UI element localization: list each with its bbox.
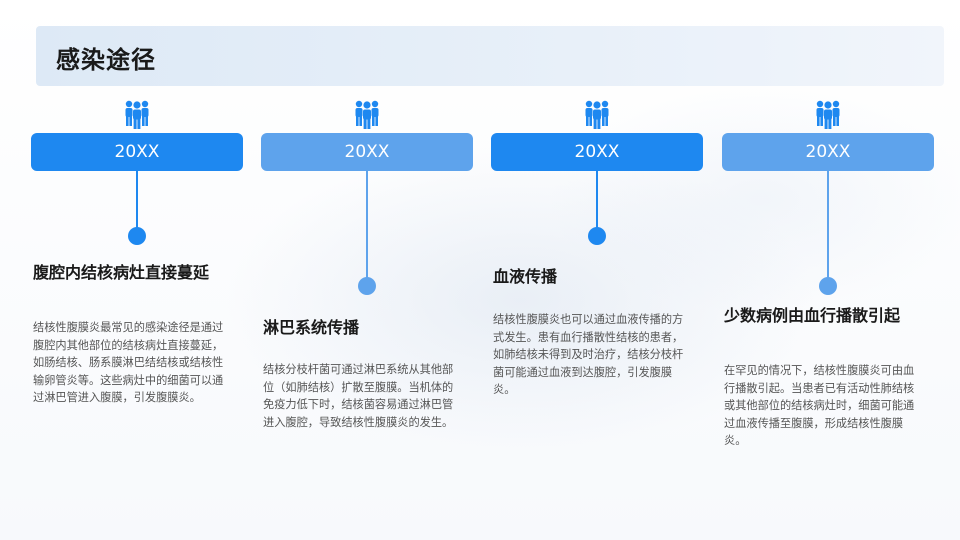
title-bar: 感染途径 — [36, 26, 944, 86]
people-group-icon — [816, 100, 840, 129]
people-group-icon — [125, 100, 149, 129]
timeline-connector — [596, 171, 598, 228]
item-description: 结核分枝杆菌可通过淋巴系统从其他部位（如肺结核）扩散至腹膜。当机体的免疫力低下时… — [263, 363, 454, 429]
item-description: 结核性腹膜炎也可以通过血液传播的方式发生。患有血行播散性结核的患者，如肺结核未得… — [493, 313, 684, 396]
timeline-dot — [588, 227, 606, 245]
year-label: 20XX — [261, 133, 473, 171]
timeline-column-1: 20XX 腹腔内结核病灶直接蔓延 结核性腹膜炎最常见的感染途径是通过腹腔内其他部… — [31, 0, 243, 540]
item-heading: 淋巴系统传播 — [263, 318, 360, 337]
item-heading: 少数病例由血行播散引起 — [724, 306, 901, 325]
people-group-icon — [585, 100, 609, 129]
page-title: 感染途径 — [56, 46, 156, 74]
timeline-connector — [136, 171, 138, 228]
timeline-column-3: 20XX 血液传播 结核性腹膜炎也可以通过血液传播的方式发生。患有血行播散性结核… — [491, 0, 703, 540]
item-description: 结核性腹膜炎最常见的感染途径是通过腹腔内其他部位的结核病灶直接蔓延，如肠结核、肠… — [33, 321, 224, 404]
year-label: 20XX — [31, 133, 243, 171]
timeline-column-2: 20XX 淋巴系统传播 结核分枝杆菌可通过淋巴系统从其他部位（如肺结核）扩散至腹… — [261, 0, 473, 540]
timeline-connector — [366, 171, 368, 278]
year-label: 20XX — [491, 133, 703, 171]
year-label: 20XX — [722, 133, 934, 171]
timeline-column-4: 20XX 少数病例由血行播散引起 在罕见的情况下，结核性腹膜炎可由血行播散引起。… — [722, 0, 934, 540]
timeline-connector — [827, 171, 829, 278]
timeline-dot — [358, 277, 376, 295]
item-heading: 腹腔内结核病灶直接蔓延 — [33, 263, 210, 282]
people-group-icon — [355, 100, 379, 129]
item-heading: 血液传播 — [493, 267, 558, 286]
timeline-dot — [128, 227, 146, 245]
item-description: 在罕见的情况下，结核性腹膜炎可由血行播散引起。当患者已有活动性肺结核或其他部位的… — [724, 364, 915, 447]
timeline-dot — [819, 277, 837, 295]
